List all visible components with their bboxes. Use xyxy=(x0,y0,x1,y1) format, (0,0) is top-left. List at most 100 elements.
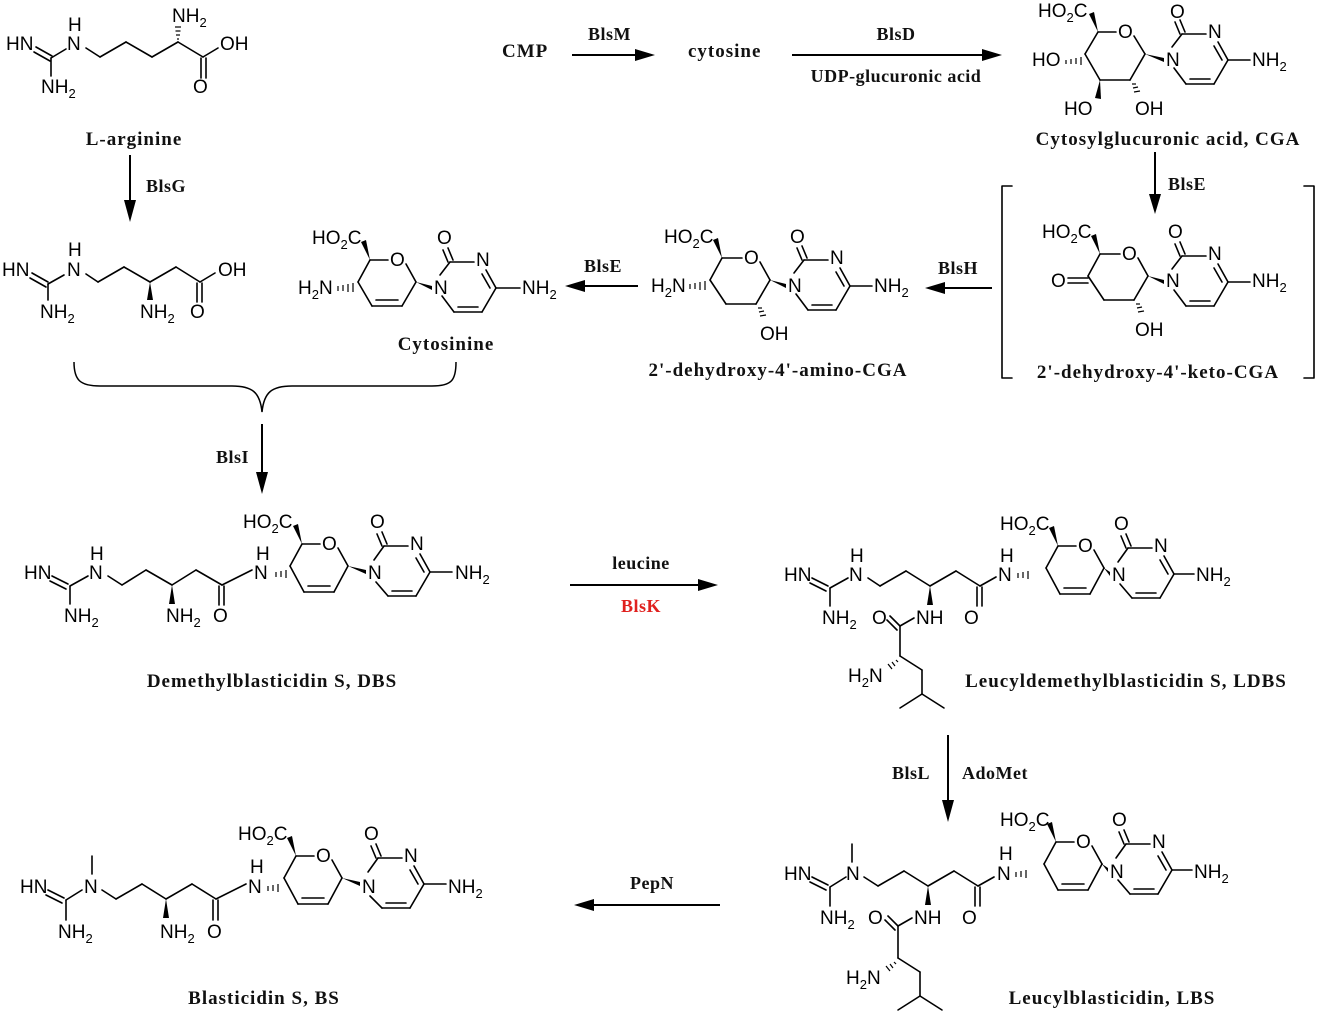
svg-text:O: O xyxy=(1051,271,1066,292)
svg-text:H2N: H2N xyxy=(846,968,881,992)
svg-text:N: N xyxy=(998,565,1012,586)
svg-text:NH2: NH2 xyxy=(455,563,490,587)
svg-text:N: N xyxy=(476,250,490,271)
svg-text:O: O xyxy=(316,846,331,867)
cofactor-label: AdoMet xyxy=(962,763,1028,783)
svg-text:H: H xyxy=(999,844,1013,865)
compound-name: Blasticidin S, BS xyxy=(188,988,340,1009)
step-pepn-arrow: PepN xyxy=(574,873,720,911)
step-blsm-arrow: BlsM xyxy=(572,24,655,61)
svg-text:HO2C: HO2C xyxy=(238,824,287,848)
svg-text:H: H xyxy=(90,544,104,565)
svg-text:N: N xyxy=(1166,271,1180,292)
svg-text:HN: HN xyxy=(2,260,29,281)
compound-name-cytosine: cytosine xyxy=(688,41,761,62)
svg-text:O: O xyxy=(1076,832,1091,853)
compound-lbs: HN N NH2 O NH O H N HO2C O N O N NH2 H2N xyxy=(784,810,1229,1011)
svg-text:OH: OH xyxy=(1135,320,1164,341)
svg-text:HO2C: HO2C xyxy=(1000,514,1049,538)
svg-text:NH2: NH2 xyxy=(58,922,93,946)
compound-amino-cga: HO2C O H2N OH N O N NH2 2'-dehydroxy-4'-… xyxy=(649,227,909,381)
svg-text:O: O xyxy=(868,908,883,929)
svg-text:N: N xyxy=(1110,862,1124,883)
svg-text:HO2C: HO2C xyxy=(1038,1,1087,25)
compound-name-cmp: CMP xyxy=(502,41,548,62)
compound-name: 2'-dehydroxy-4'-keto-CGA xyxy=(1037,362,1279,383)
svg-text:O: O xyxy=(872,608,887,629)
svg-text:N: N xyxy=(1154,536,1168,557)
svg-text:O: O xyxy=(1118,22,1133,43)
svg-text:O: O xyxy=(370,512,385,533)
svg-text:N: N xyxy=(84,877,98,898)
svg-text:NH2: NH2 xyxy=(822,608,857,632)
svg-text:NH2: NH2 xyxy=(1252,271,1287,295)
svg-text:O: O xyxy=(1112,810,1127,831)
svg-text:N: N xyxy=(248,877,262,898)
svg-text:O: O xyxy=(193,77,208,98)
compound-bs: HN N NH2 NH2 O H N HO2C O N O N NH2 xyxy=(20,824,483,1009)
compound-beta-arginine: HN H N NH2 NH2 OH O xyxy=(2,240,247,326)
svg-text:HO: HO xyxy=(1032,50,1061,71)
svg-text:OH: OH xyxy=(220,34,249,55)
enzyme-label: PepN xyxy=(630,873,674,893)
svg-text:NH2: NH2 xyxy=(1252,50,1287,74)
compound-cytosinine: HO2C O H2N N O N NH2 Cytosinine xyxy=(298,228,557,355)
svg-text:N: N xyxy=(410,534,424,555)
svg-text:NH2: NH2 xyxy=(40,302,75,326)
svg-text:HN: HN xyxy=(24,563,51,584)
svg-text:N: N xyxy=(788,276,802,297)
compound-name: Leucylblasticidin, LBS xyxy=(1009,988,1216,1009)
svg-text:O: O xyxy=(190,302,205,323)
compound-name: 2'-dehydroxy-4'-amino-CGA xyxy=(649,360,908,381)
svg-text:H: H xyxy=(1000,546,1014,567)
compound-keto-cga: HO2C O O OH N O N NH2 2'-dehydroxy-4'-ke… xyxy=(1001,185,1315,383)
compound-name: Leucyldemethylblasticidin S, LDBS xyxy=(965,671,1287,692)
svg-text:N: N xyxy=(849,565,863,586)
svg-text:HO: HO xyxy=(1064,99,1093,120)
svg-text:N: N xyxy=(404,846,418,867)
svg-text:H: H xyxy=(250,857,264,878)
compound-ldbs: HN H N NH2 O NH O H N HO2C O N O N NH2 H… xyxy=(784,514,1287,709)
svg-text:N: N xyxy=(1112,565,1126,586)
svg-text:O: O xyxy=(364,824,379,845)
compound-dbs: HN H N NH2 NH2 O H N HO2C O N O N NH2 xyxy=(24,512,490,692)
step-blsi-arrow: BlsI xyxy=(73,361,457,494)
compound-name: Cytosinine xyxy=(398,334,495,355)
svg-text:HO2C: HO2C xyxy=(312,228,361,252)
compound-name: Cytosylglucuronic acid, CGA xyxy=(1036,129,1301,150)
svg-text:O: O xyxy=(322,534,337,555)
compound-name: Demethylblasticidin S, DBS xyxy=(147,671,397,692)
svg-text:O: O xyxy=(1122,244,1137,265)
svg-text:HO2C: HO2C xyxy=(664,227,713,251)
svg-text:HN: HN xyxy=(6,34,33,55)
step-blsd-arrow: BlsD UDP-glucuronic acid xyxy=(792,24,1002,86)
svg-text:NH2: NH2 xyxy=(448,877,483,901)
svg-text:H2N: H2N xyxy=(848,666,883,690)
svg-text:NH2: NH2 xyxy=(41,77,76,101)
svg-text:O: O xyxy=(964,608,979,629)
enzyme-label-highlighted: BlsK xyxy=(621,596,661,616)
svg-text:O: O xyxy=(1168,222,1183,243)
svg-text:N: N xyxy=(830,248,844,269)
step-blsg-arrow: BlsG xyxy=(124,155,186,222)
svg-text:N: N xyxy=(89,563,103,584)
svg-text:O: O xyxy=(390,250,405,271)
step-blse2-arrow: BlsE xyxy=(565,256,638,292)
svg-text:N: N xyxy=(1152,832,1166,853)
enzyme-label: BlsM xyxy=(588,24,631,44)
svg-text:O: O xyxy=(437,228,452,249)
svg-text:HN: HN xyxy=(20,877,47,898)
enzyme-label: BlsE xyxy=(1168,174,1206,194)
svg-text:NH: NH xyxy=(916,608,943,629)
svg-text:O: O xyxy=(790,227,805,248)
svg-text:O: O xyxy=(1114,514,1129,535)
svg-text:HN: HN xyxy=(784,565,811,586)
enzyme-label: BlsI xyxy=(216,447,249,467)
svg-text:H: H xyxy=(256,544,270,565)
svg-text:O: O xyxy=(1170,2,1185,23)
svg-text:HN: HN xyxy=(784,864,811,885)
svg-text:NH2: NH2 xyxy=(820,908,855,932)
svg-text:NH2: NH2 xyxy=(522,278,557,302)
compound-l-arginine: HN H N NH2 NH2 OH O L-arginine xyxy=(6,6,249,150)
cofactor-label: UDP-glucuronic acid xyxy=(811,66,982,86)
